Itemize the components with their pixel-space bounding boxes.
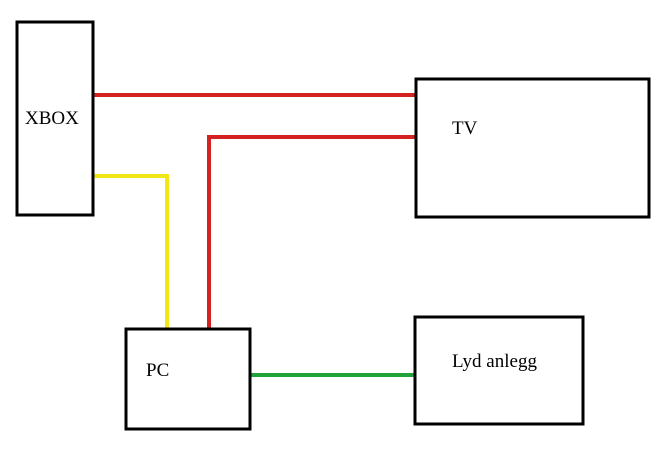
node-pc: PC	[124, 327, 252, 431]
node-sound-system-label: Lyd anlegg	[452, 351, 537, 372]
node-pc-box	[124, 327, 252, 431]
wire-xbox-pc	[93, 174, 169, 329]
wire-pc-tv	[207, 135, 416, 329]
node-xbox-box	[15, 20, 95, 217]
node-tv-box	[414, 77, 651, 219]
node-xbox-label: XBOX	[25, 108, 79, 129]
node-tv: TV	[414, 77, 651, 219]
node-sound-system: Lyd anlegg	[413, 315, 585, 426]
node-xbox: XBOX	[15, 20, 95, 217]
node-tv-label: TV	[452, 118, 478, 139]
node-pc-label: PC	[146, 360, 169, 381]
node-sound-system-box	[413, 315, 585, 426]
